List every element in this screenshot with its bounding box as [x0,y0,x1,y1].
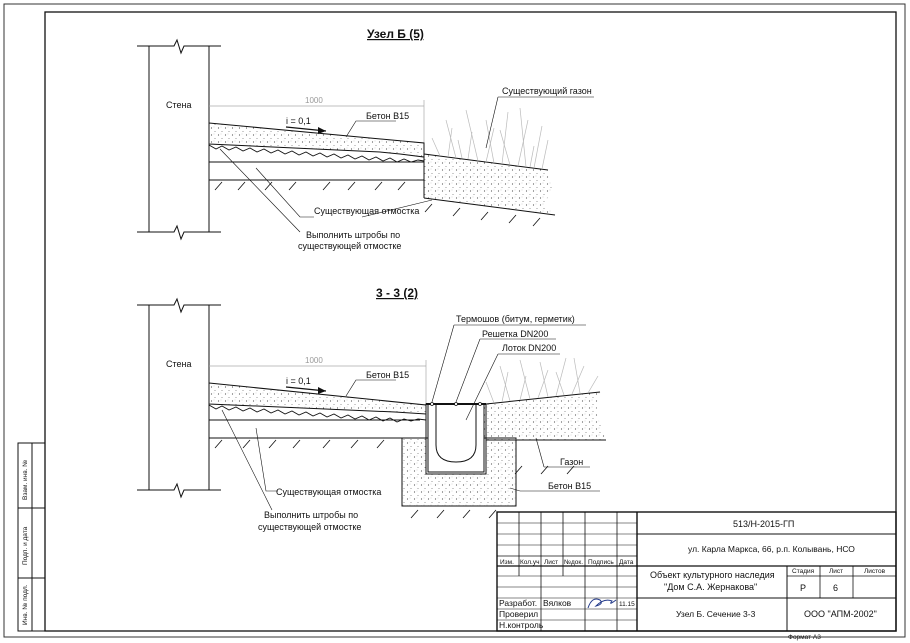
tray-label: Лоток DN200 [502,343,556,353]
col-header-qty: Кол.уч [520,559,540,566]
seam-label: Термошов (битум, герметик) [456,314,575,324]
col-header-docnum: №док. [564,559,583,566]
role-developed: Разработ. [499,598,537,608]
wall-33 [137,297,221,499]
concrete-base-label: Бетон В15 [548,481,591,491]
col-header-sheet: Лист [544,559,558,566]
grooves-b [208,144,425,163]
ground-hatch-b [214,181,541,227]
developer-date: 11.15 [619,601,635,608]
side-stamp-inventory: Инв. № подл. [22,584,29,625]
sheet-value: 6 [833,583,838,593]
signature-mark [587,598,617,609]
sheet-border [3,3,906,638]
slope-label-33: i = 0,1 [286,376,311,386]
concrete-label-b: Бетон В15 [366,111,409,121]
lawn-label-33: Газон [560,457,583,467]
col-header-change: Изм. [500,559,514,566]
grass-33 [485,357,599,404]
dimension-b: 1000 [305,96,323,105]
concrete-slab-b [208,122,425,158]
ground-hatch-33 [214,439,575,519]
object-name-2: "Дом С.А. Жернакова" [664,582,757,592]
drawing-frame [44,11,897,632]
leaders-33 [221,324,600,511]
col-header-signature: Подпись [588,559,614,566]
document-code: 513/Н-2015-ГП [733,519,794,529]
grate-dn200 [426,402,486,406]
stage-label: Стадия [792,568,815,575]
wall-label-33: Стена [166,359,192,369]
dimension-33: 1000 [305,356,323,365]
object-name-1: Объект культурного наследия [650,570,775,580]
concrete-label-33: Бетон В15 [366,370,409,380]
col-header-date: Дата [619,559,634,566]
sheet-label: Лист [829,568,843,575]
sheet-format: Формат А3 [788,634,821,641]
stage-value: Р [800,583,806,593]
role-norm-control: Н.контроль [499,620,544,630]
dimension-line-33 [209,360,427,404]
lawn-edges-33 [485,391,606,441]
developer-name: Вялков [543,598,572,608]
side-stamp-replaced: Взам. инв. № [22,460,29,500]
slope-label-b: i = 0,1 [286,116,311,126]
section-33-title: 3 - 3 (2) [376,286,418,300]
grooves-label-b-2: существующей отмостке [298,241,401,251]
sheets-label: Листов [864,568,886,575]
node-b-detail: Узел Б (5) Стена 1000 [137,27,594,251]
grooves-label-b-1: Выполнить штробы по [306,230,400,240]
role-checked: Проверил [499,609,538,619]
existing-blind-area-33 [209,419,420,439]
node-b-title: Узел Б (5) [367,27,424,41]
tray-dn200 [427,404,485,473]
object-address: ул. Карла Маркса, 66, р.п. Колывань, НСО [688,544,855,554]
grass-b [431,107,549,170]
grooves-33 [208,404,427,423]
grooves-label-33-2: существующей отмостке [258,522,361,532]
grate-label: Решетка DN200 [482,329,548,339]
side-stamp-signature: Подп. и дата [22,526,29,565]
blind-area-label-b: Существующая отмостка [314,206,419,216]
section-3-3-detail: 3 - 3 (2) Стена 1000 [137,286,606,532]
lawn-soil-b [424,154,555,214]
title-block [496,511,897,632]
wall-label-b: Стена [166,100,192,110]
side-stamp [17,442,46,632]
wall-b [137,38,221,241]
lawn-soil-33 [486,392,606,440]
lawn-label-b: Существующий газон [502,86,592,96]
concrete-slab-33 [208,382,427,415]
existing-blind-area-b [209,161,424,181]
drawing-name: Узел Б. Сечение 3-3 [676,609,756,619]
leaders-b [219,96,594,233]
company-name: ООО "АПМ-2002" [804,609,877,619]
grooves-label-33-1: Выполнить штробы по [264,510,358,520]
blind-area-label-33: Существующая отмостка [276,487,381,497]
